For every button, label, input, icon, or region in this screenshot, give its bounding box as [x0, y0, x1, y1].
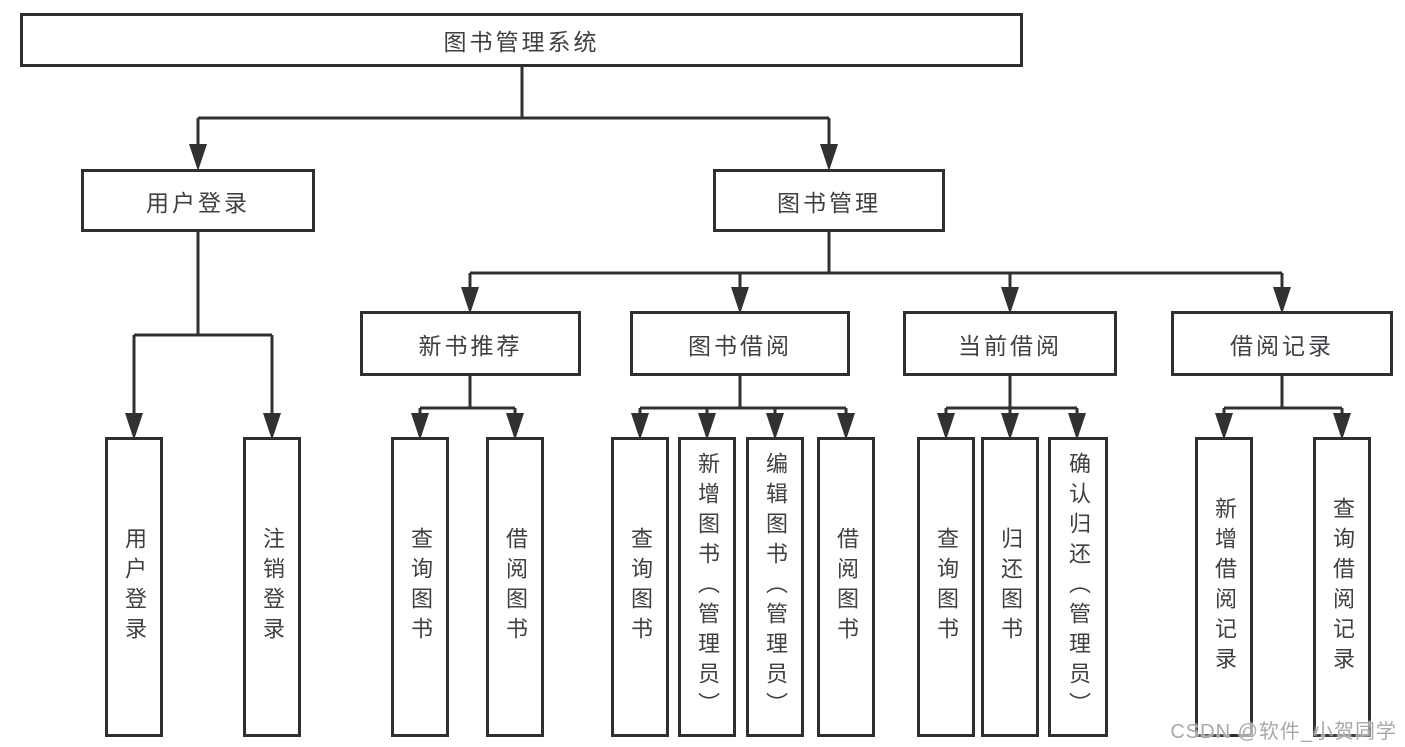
leaf-borrow-books-borrowing: 借阅图书: [817, 437, 875, 737]
leaf-borrow-books-recommend: 借阅图书: [486, 437, 544, 737]
node-label: 查询图书: [934, 527, 959, 647]
node-label: 借阅图书: [834, 527, 859, 647]
leaf-user-login: 用户登录: [105, 437, 163, 737]
node-label: 查询图书: [408, 527, 433, 647]
node-label: 新增图书（管理员）: [695, 452, 720, 722]
node-label: 新增借阅记录: [1212, 497, 1237, 677]
node-new-book-recommendation: 新书推荐: [360, 311, 581, 376]
leaf-confirm-return-admin: 确认归还（管理员）: [1048, 437, 1108, 737]
node-label: 查询图书: [628, 527, 653, 647]
leaf-logout-login: 注销登录: [243, 437, 301, 737]
node-label: 借阅记录: [1230, 332, 1334, 359]
node-label: 图书管理: [777, 189, 881, 216]
leaf-query-borrow-record: 查询借阅记录: [1313, 437, 1371, 737]
node-label: 归还图书: [998, 527, 1023, 647]
node-label: 用户登录: [122, 527, 147, 647]
node-book-borrowing: 图书借阅: [630, 311, 850, 376]
leaf-add-books-admin: 新增图书（管理员）: [678, 437, 736, 737]
arrowheads: [125, 144, 1351, 440]
node-label: 注销登录: [260, 527, 285, 647]
node-label: 图书管理系统: [443, 29, 600, 55]
node-label: 新书推荐: [418, 332, 523, 359]
leaf-return-books: 归还图书: [981, 437, 1039, 737]
node-label: 借阅图书: [503, 527, 528, 647]
node-borrowing-records: 借阅记录: [1171, 311, 1393, 376]
node-user-login: 用户登录: [81, 169, 315, 232]
node-label: 用户登录: [146, 189, 250, 216]
node-library-management-system: 图书管理系统: [20, 13, 1023, 67]
node-label: 查询借阅记录: [1330, 497, 1355, 677]
leaf-query-books-recommend: 查询图书: [391, 437, 449, 737]
node-label: 确认归还（管理员）: [1066, 452, 1091, 722]
leaf-query-books-borrowing: 查询图书: [611, 437, 669, 737]
watermark-csdn: CSDN @软件_小贺同学: [1170, 721, 1397, 743]
node-book-management: 图书管理: [713, 169, 945, 232]
node-current-borrowing: 当前借阅: [903, 311, 1117, 376]
leaf-edit-books-admin: 编辑图书（管理员）: [746, 437, 804, 737]
leaf-add-borrow-record: 新增借阅记录: [1195, 437, 1253, 737]
leaf-query-books-current: 查询图书: [917, 437, 975, 737]
node-label: 当前借阅: [958, 332, 1062, 359]
node-label: 图书借阅: [688, 332, 792, 359]
node-label: 编辑图书（管理员）: [763, 452, 788, 722]
